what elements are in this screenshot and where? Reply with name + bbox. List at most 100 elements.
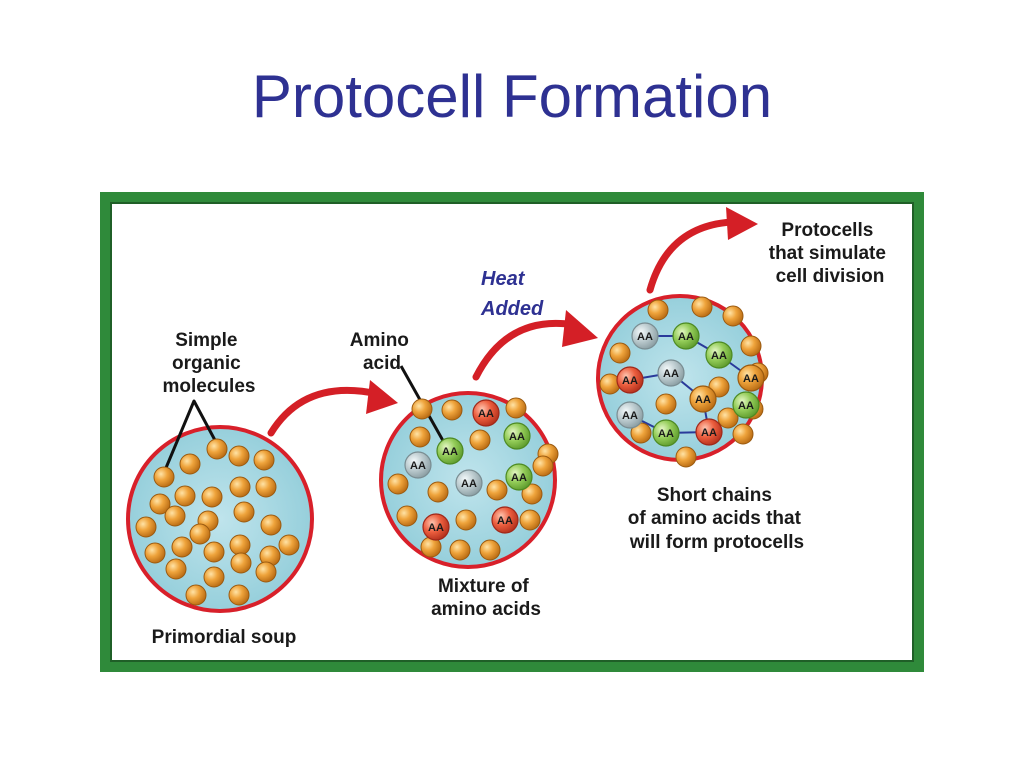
- molecule: [189, 523, 211, 545]
- arrow-mixture-to-chains-head: [562, 310, 598, 347]
- amino-acid-molecule: [404, 451, 432, 479]
- molecule: [144, 542, 166, 564]
- molecule: [479, 539, 501, 561]
- amino-acid-molecule: [652, 419, 680, 447]
- molecule: [655, 393, 677, 415]
- amino-acid-molecule: [455, 469, 483, 497]
- amino-acid-label: AA: [695, 394, 711, 406]
- molecule: [519, 509, 541, 531]
- molecule: [228, 584, 250, 606]
- amino-acid-molecule: [705, 341, 733, 369]
- arrow-heat-to-mixture-shaft: [267, 386, 382, 437]
- arrow-chains-to-protocells: [646, 207, 758, 294]
- amino-acid-molecule: [491, 506, 519, 534]
- amino-acid-molecule: [422, 513, 450, 541]
- amino-acid-molecule: [472, 399, 500, 427]
- molecule: [165, 558, 187, 580]
- amino-acid-label: AA: [701, 427, 717, 439]
- molecule: [427, 481, 449, 503]
- molecule: [203, 566, 225, 588]
- pointer-simple-organic-molecules: [161, 399, 219, 476]
- molecule: [260, 514, 282, 536]
- amino-acid-label: AA: [622, 375, 638, 387]
- amino-acid-label: AA: [478, 408, 494, 420]
- label-primordial-soup: Primordial soup: [152, 627, 297, 648]
- amino-acid-label: AA: [738, 400, 754, 412]
- arrow-heat-to-mixture-head: [366, 380, 398, 414]
- page-title: Protocell Formation: [251, 63, 773, 130]
- amino-acid-molecule: [657, 359, 685, 387]
- label-heat-added: Heat Added: [480, 268, 544, 320]
- amino-acid-label: AA: [637, 331, 653, 343]
- arrow-chains-to-protocells-head: [726, 207, 758, 240]
- molecule: [396, 505, 418, 527]
- molecule: [722, 305, 744, 327]
- molecule: [387, 473, 409, 495]
- molecule: [253, 449, 275, 471]
- label-mixture-amino-acids: Mixture of amino acids: [431, 576, 541, 620]
- arrow-heat-to-mixture: [267, 380, 398, 437]
- molecule: [732, 423, 754, 445]
- amino-acid-molecule: [436, 437, 464, 465]
- molecule: [255, 476, 277, 498]
- amino-acid-label: AA: [511, 472, 527, 484]
- molecule: [486, 479, 508, 501]
- amino-acid-label: AA: [497, 515, 513, 527]
- molecule: [174, 485, 196, 507]
- amino-acid-label: AA: [410, 460, 426, 472]
- molecule: [179, 453, 201, 475]
- molecule: [278, 534, 300, 556]
- molecule: [229, 476, 251, 498]
- molecule: [469, 429, 491, 451]
- amino-acid-molecule: [672, 322, 700, 350]
- amino-acid-label: AA: [743, 373, 759, 385]
- molecule: [609, 342, 631, 364]
- amino-acid-label: AA: [461, 478, 477, 490]
- amino-acid-label: AA: [442, 446, 458, 458]
- molecule: [409, 426, 431, 448]
- molecule: [691, 296, 713, 318]
- molecule: [255, 561, 277, 583]
- molecule: [630, 422, 652, 444]
- arrow-mixture-to-chains: [472, 310, 598, 381]
- label-protocells: Protocells that simulate cell division: [769, 220, 891, 287]
- molecule: [171, 536, 193, 558]
- label-simple-organic-molecules: Simple organic molecules: [163, 330, 256, 397]
- label-amino-acid: Amino acid: [350, 330, 414, 374]
- molecule: [521, 483, 543, 505]
- molecule: [411, 398, 433, 420]
- molecule: [455, 509, 477, 531]
- molecule: [230, 552, 252, 574]
- molecule: [717, 407, 739, 429]
- amino-acid-molecule: [689, 385, 717, 413]
- amino-acid-molecule: [732, 391, 760, 419]
- label-short-chains: Short chains of amino acids that will fo…: [628, 485, 806, 553]
- amino-acid-label: AA: [711, 350, 727, 362]
- molecule: [185, 584, 207, 606]
- molecule: [206, 438, 228, 460]
- molecule: [532, 455, 554, 477]
- amino-acid-label: AA: [658, 428, 674, 440]
- amino-acid-molecule: [616, 366, 644, 394]
- amino-acid-molecule: [503, 422, 531, 450]
- molecule: [675, 446, 697, 468]
- molecule: [149, 493, 171, 515]
- molecule: [164, 505, 186, 527]
- molecule: [229, 534, 251, 556]
- amino-acid-label: AA: [509, 431, 525, 443]
- amino-acid-molecule: [505, 463, 533, 491]
- amino-acid-label: AA: [428, 522, 444, 534]
- molecule: [505, 397, 527, 419]
- amino-acid-molecule: [737, 364, 765, 392]
- molecule: [441, 399, 463, 421]
- molecule: [135, 516, 157, 538]
- amino-acid-label: AA: [678, 331, 694, 343]
- molecule: [233, 501, 255, 523]
- amino-acid-molecule: [631, 322, 659, 350]
- molecule: [740, 335, 762, 357]
- arrow-chains-to-protocells-shaft: [646, 218, 736, 294]
- amino-acid-molecule: [616, 401, 644, 429]
- molecule: [647, 299, 669, 321]
- molecule: [153, 466, 175, 488]
